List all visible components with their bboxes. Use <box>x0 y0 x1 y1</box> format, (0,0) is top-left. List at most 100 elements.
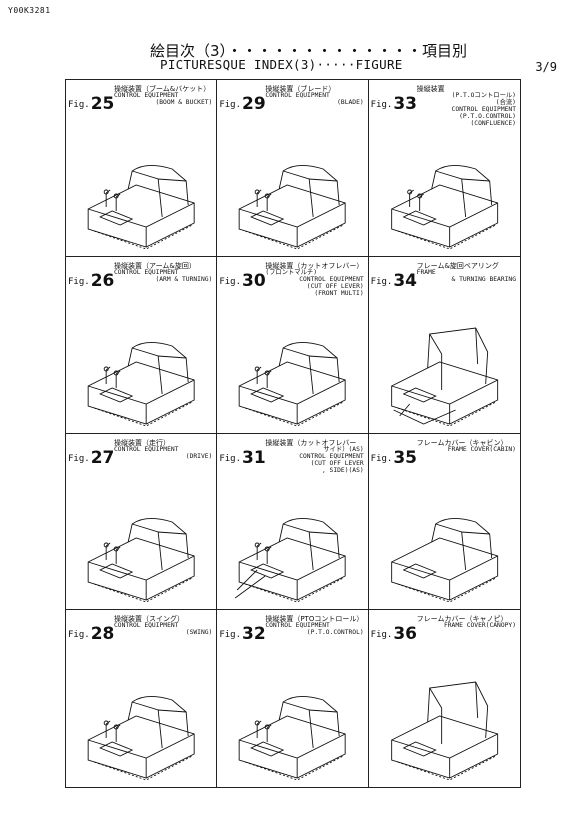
figure-caption-line: (P.T.O.CONTROL) <box>306 629 364 637</box>
figure-label: Fig.35 <box>371 448 417 468</box>
figure-caption-line: (BOOM & BUCKET) <box>155 99 213 106</box>
figure-caption-line: CONTROL EQUIPMENT <box>265 622 330 630</box>
figure-index-grid: Fig.25 操縦装置（ブーム&バケット） CONTROL EQUIPMENT(… <box>65 79 521 788</box>
figure-illustration <box>76 678 206 783</box>
figure-caption-line: CONTROL EQUIPMENT <box>299 275 364 283</box>
figure-number: 35 <box>393 447 418 468</box>
figure-header: Fig.32 操縦装置（PTOコントロール） CONTROL EQUIPMENT… <box>219 612 365 674</box>
figure-title-jp: フレーム&旋回ベアリング <box>416 261 499 270</box>
figure-caption-line: (P.T.O.CONTROL) <box>459 113 516 120</box>
figure-illustration <box>227 500 357 605</box>
figure-number: 34 <box>393 270 418 291</box>
figure-caption: CONTROL EQUIPMENT(ARM & TURNING) <box>114 269 212 283</box>
figure-caption: CONTROL EQUIPMENT (BLADE) <box>265 92 363 106</box>
figure-illustration <box>379 147 510 252</box>
figure-label: Fig.27 <box>68 448 114 468</box>
figure-title-jp: 操縦装置（カットオフレバー <box>265 438 357 447</box>
figure-title-jp: 操縦装置（ブーム&バケット） <box>114 85 211 93</box>
figure-caption-line: FRAME COVER(CABIN) <box>447 445 516 453</box>
figure-prefix: Fig. <box>68 276 90 287</box>
figure-caption-line: CONTROL EQUIPMENT <box>114 445 179 453</box>
figure-illustration <box>76 500 206 605</box>
figure-header: Fig.36 フレームカバー（キャノピ） FRAME COVER(CANOPY) <box>371 612 518 674</box>
figure-caption-line: CONTROL EQUIPMENT <box>114 268 179 276</box>
figure-cell: Fig.25 操縦装置（ブーム&バケット） CONTROL EQUIPMENT(… <box>66 80 218 257</box>
figure-label: Fig.29 <box>219 94 265 114</box>
figure-label: Fig.34 <box>371 271 417 291</box>
figure-number: 31 <box>242 447 266 468</box>
figure-header: Fig.33 操縦装置 (P.T.Oコントロール)(合流)CONTROL EQU… <box>371 82 518 144</box>
figure-label: Fig.33 <box>371 94 417 114</box>
figure-caption-line: (SWING) <box>185 629 213 637</box>
figure-header: Fig.30 操縦装置（カットオフレバー） (フロントマルチ)CONTROL E… <box>219 259 365 321</box>
figure-illustration <box>227 324 357 429</box>
figure-caption-line: , SIDE)(AS) <box>321 466 364 474</box>
page-title-en: PICTURESQUE INDEX(3)·····FIGURE <box>160 57 403 72</box>
figure-caption: CONTROL EQUIPMENT(SWING) <box>114 622 212 636</box>
figure-title-jp: 操縦装置（ブレード） <box>265 85 336 93</box>
figure-caption-line: (FRONT MULTI) <box>314 289 364 297</box>
figure-illustration <box>227 678 357 783</box>
figure-number: 28 <box>90 624 115 645</box>
figure-number: 32 <box>242 624 266 645</box>
figure-caption: FRAME COVER(CABIN) <box>417 446 516 453</box>
figure-prefix: Fig. <box>68 453 90 464</box>
figure-number: 33 <box>393 94 418 114</box>
figure-number: 30 <box>242 270 266 291</box>
figure-caption: CONTROL EQUIPMENT(P.T.O.CONTROL) <box>265 622 363 636</box>
figure-label: Fig.28 <box>68 624 114 644</box>
figure-caption-line: (BLADE) <box>337 99 364 106</box>
figure-cell: Fig.26 操縦装置（アーム&旋回） CONTROL EQUIPMENT(AR… <box>66 256 218 434</box>
figure-header: Fig.25 操縦装置（ブーム&バケット） CONTROL EQUIPMENT(… <box>68 82 214 144</box>
figure-caption-line: CONTROL EQUIPMENT <box>299 452 364 460</box>
figure-header: Fig.27 操縦装置（走行） CONTROL EQUIPMENT (DRIVE) <box>68 436 214 498</box>
figure-cell: Fig.27 操縦装置（走行） CONTROL EQUIPMENT (DRIVE) <box>66 433 218 611</box>
figure-caption: CONTROL EQUIPMENT(BOOM & BUCKET) <box>114 92 212 106</box>
figure-illustration <box>379 500 510 605</box>
figure-cell: Fig.33 操縦装置 (P.T.Oコントロール)(合流)CONTROL EQU… <box>368 80 520 257</box>
figure-label: Fig.26 <box>68 271 114 291</box>
figure-header: Fig.28 操縦装置（スイング） CONTROL EQUIPMENT(SWIN… <box>68 612 214 674</box>
figure-label: Fig.31 <box>219 448 265 468</box>
figure-title-jp: フレームカバー（キャノピ） <box>416 615 508 624</box>
figure-header: Fig.31 操縦装置（カットオフレバー サイド）(AS)CONTROL EQU… <box>219 436 365 498</box>
figure-caption-line: (CUT OFF LEVER <box>310 459 364 467</box>
figure-illustration <box>227 147 357 252</box>
figure-caption-line: (ARM & TURNING) <box>155 275 213 283</box>
figure-header: Fig.35 フレームカバー（キャビン） FRAME COVER(CABIN) <box>371 436 518 498</box>
figure-cell: Fig.35 フレームカバー（キャビン） FRAME COVER(CABIN) <box>368 434 520 611</box>
figure-number: 36 <box>393 624 418 645</box>
figure-prefix: Fig. <box>370 276 393 287</box>
figure-cell: Fig.36 フレームカバー（キャノピ） FRAME COVER(CANOPY) <box>369 610 520 787</box>
figure-cell: Fig.34 フレーム&旋回ベアリング FRAME& TURNING BEARI… <box>368 257 520 434</box>
figure-caption-line: CONTROL EQUIPMENT <box>265 92 330 99</box>
figure-caption-line: (P.T.Oコントロール) <box>451 92 516 99</box>
figure-prefix: Fig. <box>370 630 393 641</box>
figure-prefix: Fig. <box>370 100 393 110</box>
figure-caption: (フロントマルチ)CONTROL EQUIPMENT(CUT OFF LEVER… <box>265 269 363 297</box>
figure-label: Fig.30 <box>219 271 265 291</box>
figure-caption-line: (フロントマルチ) <box>265 268 317 276</box>
figure-prefix: Fig. <box>219 453 242 464</box>
figure-number: 29 <box>242 94 266 114</box>
document-code: Y00K3281 <box>8 6 51 15</box>
figure-caption-line: (CONFLUENCE) <box>470 120 516 127</box>
figure-caption-line: (DRIVE) <box>185 452 213 460</box>
figure-prefix: Fig. <box>68 630 90 641</box>
figure-title-jp: 操縦装置（走行） <box>114 438 170 447</box>
figure-cell: Fig.30 操縦装置（カットオフレバー） (フロントマルチ)CONTROL E… <box>217 256 369 434</box>
figure-cell: Fig.31 操縦装置（カットオフレバー サイド）(AS)CONTROL EQU… <box>217 433 369 611</box>
figure-number: 25 <box>90 94 115 114</box>
figure-illustration <box>76 147 206 252</box>
figure-title-jp: フレームカバー（キャビン） <box>416 438 508 447</box>
figure-header: Fig.34 フレーム&旋回ベアリング FRAME& TURNING BEARI… <box>371 259 518 321</box>
figure-illustration <box>379 678 510 783</box>
figure-title-jp: 操縦装置（スイング） <box>114 615 184 624</box>
figure-caption: サイド）(AS)CONTROL EQUIPMENT(CUT OFF LEVER,… <box>265 446 363 474</box>
figure-caption: FRAME COVER(CANOPY) <box>417 622 516 629</box>
figure-caption-line: (CUT OFF LEVER) <box>306 282 364 290</box>
figure-caption: (P.T.Oコントロール)(合流)CONTROL EQUIPMENT(P.T.O… <box>417 92 516 127</box>
figure-cell: Fig.28 操縦装置（スイング） CONTROL EQUIPMENT(SWIN… <box>66 610 218 787</box>
figure-label: Fig.25 <box>68 94 114 114</box>
figure-caption-line: FRAME <box>416 268 436 276</box>
